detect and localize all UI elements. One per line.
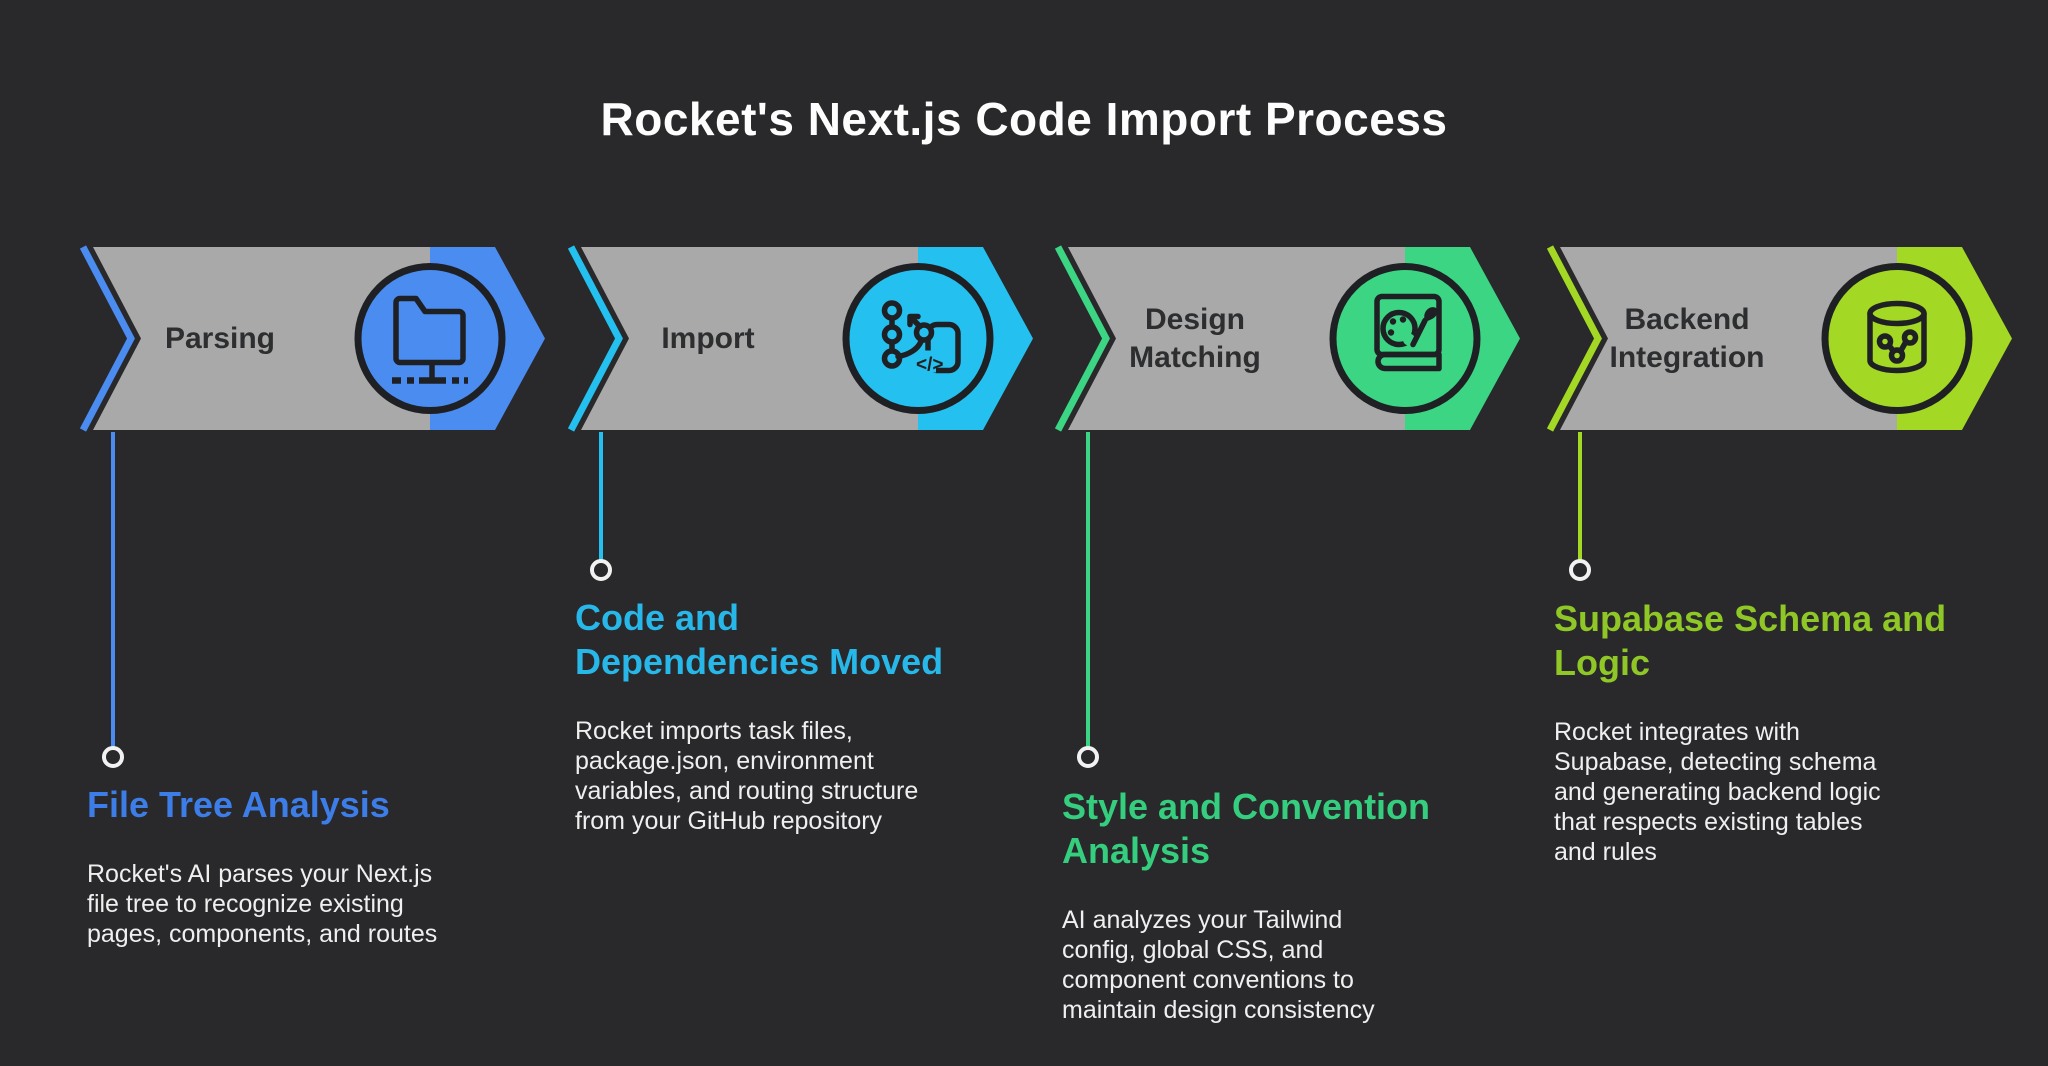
stage-description: Style and Convention Analysis AI analyze… (1062, 785, 1462, 1025)
connector-marker (1569, 559, 1591, 581)
stage-label: Import (661, 321, 755, 355)
stage-banner (79, 245, 545, 432)
banner-chevron (1054, 245, 1110, 432)
style-guide-book-icon (1374, 293, 1442, 372)
description-body: Rocket integrates with Supabase, detecti… (1554, 718, 1881, 866)
description-heading: Code and Dependencies Moved (575, 597, 944, 682)
banner-chevron (79, 245, 135, 432)
connector-marker (590, 559, 612, 581)
banner-bar (581, 247, 918, 430)
description-heading: File Tree Analysis (87, 784, 390, 825)
connector-line (599, 432, 603, 560)
stage-import: </> Import Code and Dependencies Moved R… (563, 0, 1043, 1066)
icon-circle (1821, 263, 1973, 414)
banner-chevron (567, 245, 623, 432)
banner-bar (1560, 247, 1897, 430)
connector-line (1086, 432, 1090, 747)
description-body: Rocket imports task files, package.json,… (575, 717, 919, 835)
description-heading: Supabase Schema and Logic (1554, 598, 1947, 683)
stage-description: Code and Dependencies Moved Rocket impor… (575, 596, 975, 836)
stage-description: Supabase Schema and Logic Rocket integra… (1554, 597, 1954, 867)
description-body: Rocket's AI parses your Next.js file tre… (87, 860, 438, 948)
description-body: AI analyzes your Tailwind config, global… (1062, 906, 1375, 1024)
stage-label: Parsing (164, 321, 276, 355)
connector-marker (1077, 746, 1099, 768)
stage-design-matching: Design Matching Style and Convention Ana… (1050, 0, 1530, 1066)
stage-banner (1546, 245, 2012, 432)
folder-network-icon (392, 295, 468, 384)
stage-parsing: Parsing File Tree Analysis Rocket's AI p… (75, 0, 555, 1066)
stage-backend-integration: Backend Integration Supabase Schema and … (1542, 0, 2022, 1066)
banner-bar (1068, 247, 1405, 430)
stage-description: File Tree Analysis Rocket's AI parses yo… (87, 783, 487, 949)
stage-banner: </> (567, 245, 1033, 432)
database-share-icon (1867, 300, 1927, 374)
connector-line (1578, 432, 1582, 560)
svg-text:</>: </> (916, 355, 943, 376)
stage-label: Backend Integration (1609, 302, 1765, 374)
connector-line (111, 432, 115, 747)
banner-bar (93, 247, 430, 430)
description-heading: Style and Convention Analysis (1062, 786, 1431, 871)
stage-banner (1054, 245, 1520, 432)
connector-marker (102, 746, 124, 768)
stage-label: Design Matching (1129, 302, 1261, 374)
git-code-icon: </> (881, 300, 961, 376)
page-title: Rocket's Next.js Code Import Process (600, 93, 1448, 145)
banner-chevron (1546, 245, 1602, 432)
